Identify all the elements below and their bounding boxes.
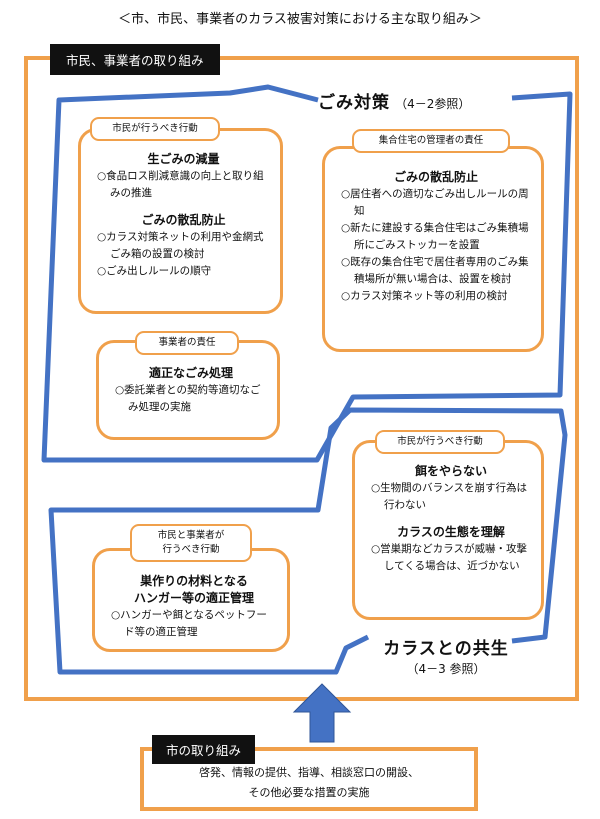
head-litter-prevention: ごみの散乱防止: [141, 213, 226, 227]
garbage-zone-outline: [41, 84, 573, 463]
up-arrow-icon: [292, 683, 352, 743]
head-proper-disposal: 適正なごみ処理: [148, 366, 233, 380]
citizens-business-label: 市民、事業者の取り組み: [50, 44, 220, 75]
list-item: ○カラス対策ネットの利用や金網式ごみ箱の設置の検討: [97, 231, 264, 260]
list-item: ○ハンガーや餌となるペットフード等の適正管理: [111, 609, 267, 638]
head-hanger-line1: 巣作りの材料となる: [140, 574, 248, 588]
page-title: ＜市、市民、事業者のカラス被害対策における主な取り組み＞: [118, 12, 482, 27]
head-food-waste: 生ごみの減量: [147, 152, 220, 166]
list-item: ○食品ロス削減意識の向上と取り組みの推進: [97, 170, 264, 199]
citizens-business-frame: [24, 56, 579, 701]
tag-nest-line2: 行うべき行動: [162, 544, 220, 555]
city-box: 啓発、情報の提供、指導、相談窓口の開設、 その他必要な措置の実施: [140, 747, 478, 811]
coexist-ref: （4－3 参照）: [406, 662, 486, 676]
city-label: 市の取り組み: [152, 735, 256, 764]
list-item: ○居住者への適切なごみ出しルールの周知: [341, 188, 529, 217]
city-line1: 啓発、情報の提供、指導、相談窓口の開設、: [199, 766, 419, 779]
list-item: ○新たに建設する集合住宅はごみ集積場所にごみストッカーを設置: [341, 222, 529, 251]
coexist-title: カラスとの共生: [383, 639, 509, 659]
list-item: ○ごみ出しルールの順守: [97, 265, 212, 277]
list-item: ○既存の集合住宅で居住者専用のごみ集積場所が無い場合は、設置を検討: [341, 256, 529, 285]
head-apartment-litter: ごみの散乱防止: [393, 170, 478, 184]
head-understand-crow: カラスの生態を理解: [397, 525, 505, 539]
tag-citizen-coexist: 市民が行うべき行動: [375, 430, 505, 454]
coexist-zone-outline: [48, 407, 568, 675]
tag-business: 事業者の責任: [135, 331, 239, 355]
tag-apartment: 集合住宅の管理者の責任: [352, 129, 510, 153]
citizen-garbage-box: 生ごみの減量 ○食品ロス削減意識の向上と取り組みの推進 ごみの散乱防止 ○カラス…: [78, 128, 283, 314]
citizen-coexist-box: 餌をやらない ○生物間のバランスを崩す行為は行わない カラスの生態を理解 ○営巣…: [352, 440, 544, 620]
tag-nest: 市民と事業者が 行うべき行動: [130, 524, 252, 562]
tag-citizen-garbage: 市民が行うべき行動: [90, 117, 220, 141]
business-box: 適正なごみ処理 ○委託業者との契約等適切なごみ処理の実施: [96, 340, 280, 440]
list-item: ○カラス対策ネット等の利用の検討: [341, 290, 508, 302]
coexist-heading: カラスとの共生 （4－3 参照）: [376, 634, 516, 677]
list-item: ○委託業者との契約等適切なごみ処理の実施: [115, 384, 261, 413]
city-line2: その他必要な措置の実施: [248, 786, 370, 799]
garbage-ref: （4－2参照）: [395, 97, 471, 111]
apartment-box: ごみの散乱防止 ○居住者への適切なごみ出しルールの周知 ○新たに建設する集合住宅…: [322, 146, 544, 352]
list-item: ○生物間のバランスを崩す行為は行わない: [371, 482, 527, 511]
list-item: ○営巣期などカラスが威嚇・攻撃してくる場合は、近づかない: [371, 543, 527, 572]
garbage-title: ごみ対策: [318, 93, 390, 113]
nest-box: 巣作りの材料となる ハンガー等の適正管理 ○ハンガーや餌となるペットフード等の適…: [92, 548, 290, 652]
garbage-heading: ごみ対策 （4－2参照）: [318, 88, 470, 113]
head-hanger-line2: ハンガー等の適正管理: [133, 591, 254, 605]
tag-nest-line1: 市民と事業者が: [157, 530, 225, 541]
head-no-feeding: 餌をやらない: [414, 464, 487, 478]
